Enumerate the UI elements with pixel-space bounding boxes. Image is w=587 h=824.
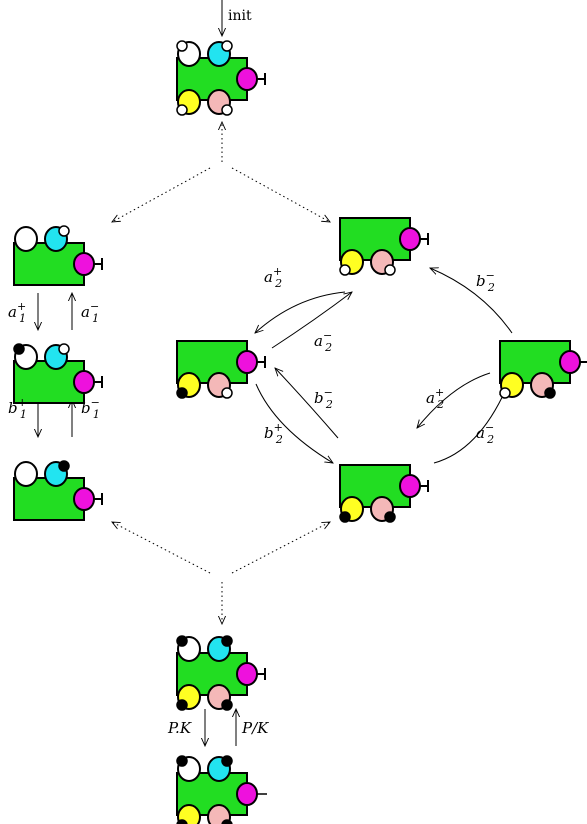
arrow-a2m-top: [271, 292, 352, 349]
label-b2m-mid: b−2: [314, 386, 333, 411]
molecule-mid-left: [176, 340, 266, 399]
label-init: init: [228, 8, 252, 24]
molecule-top-right: [339, 217, 429, 276]
arrows: [38, 0, 513, 746]
label-b1m: b−1: [81, 396, 100, 421]
molecule-left-3: [13, 460, 103, 521]
dotted-bottom-right: [231, 522, 330, 574]
arrow-b2p-mid: [255, 383, 333, 463]
molecule-final: [176, 755, 267, 824]
molecule-mid-right: [499, 340, 587, 399]
arrow-b2m-right: [430, 268, 513, 334]
label-a2m-right: a−2: [476, 421, 494, 446]
label-a2p-right: a+2: [426, 386, 444, 411]
dotted-bottom-left: [112, 522, 211, 574]
label-a2p-top: a+2: [264, 265, 282, 290]
arrow-b2m-mid: [275, 368, 339, 439]
labels: init a+1 a−1 b+1 b−1 a+2 a−2 b−2 b−2 b+2…: [8, 8, 495, 737]
label-b2m-right: b−2: [476, 269, 495, 294]
molecule-bottom-center: [339, 464, 429, 523]
molecule-left-2: [13, 343, 103, 404]
dotted-top-left: [112, 167, 211, 222]
label-pk-fwd: P.K: [167, 719, 192, 737]
label-a1p: a+1: [8, 300, 26, 325]
molecules: [13, 40, 587, 824]
molecule-left-1: [13, 225, 103, 286]
molecule-phospho: [176, 635, 266, 711]
molecule-initial: [176, 40, 266, 116]
label-b2p-mid: b+2: [264, 421, 283, 446]
dotted-top-right: [231, 167, 330, 222]
arrow-a2m-right: [433, 389, 506, 464]
arrow-a2p-right: [417, 372, 491, 428]
label-a1m: a−1: [81, 300, 99, 325]
label-a2m-top: a−2: [314, 329, 332, 354]
label-pk-back: P/K: [241, 719, 269, 737]
label-b1p: b+1: [8, 396, 27, 421]
arrow-a2p-top: [255, 291, 346, 333]
